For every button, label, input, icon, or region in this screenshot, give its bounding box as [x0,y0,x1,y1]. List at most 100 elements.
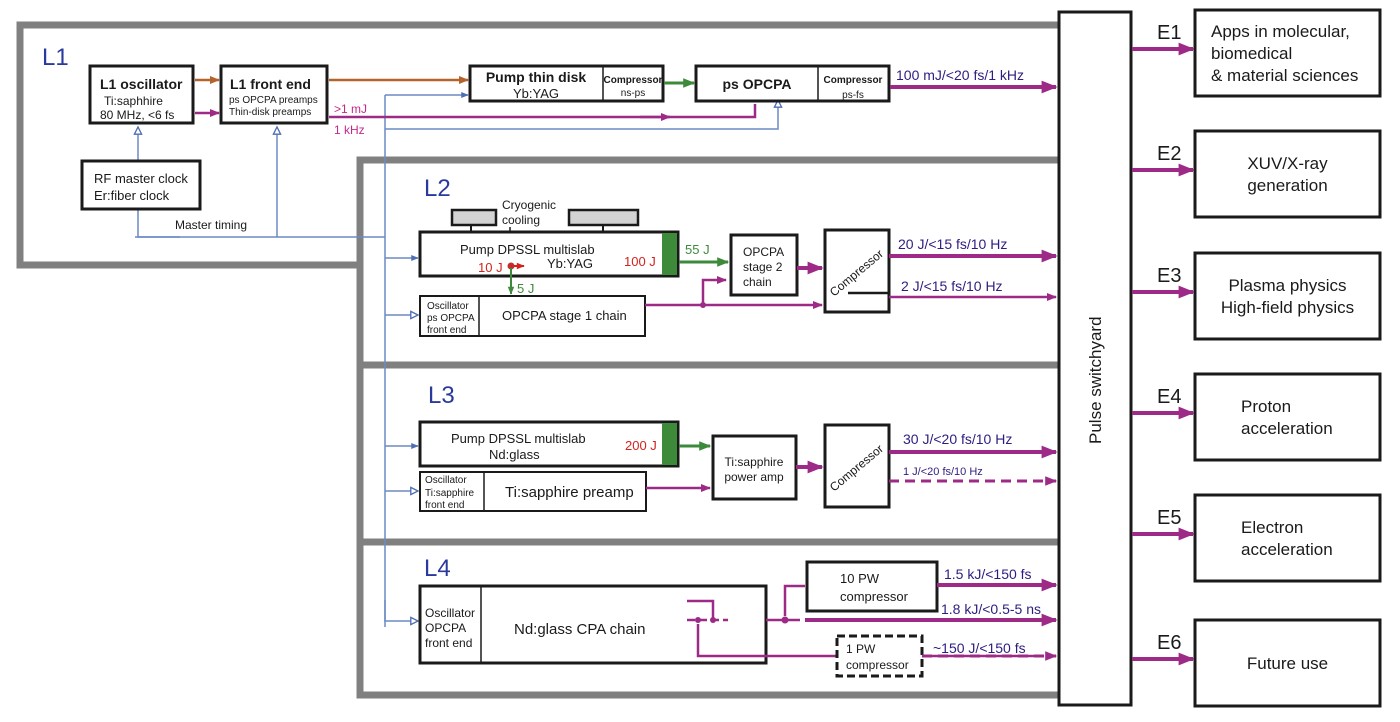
endstation-description-line: generation [1247,176,1327,195]
endstation-id-label: E1 [1157,22,1181,44]
ps-opcpa-title: ps OPCPA [723,76,792,92]
section-label-l2: L2 [424,175,451,202]
l2-stage1-label: OPCPA stage 1 chain [502,308,627,323]
l1-oscillator-line1: Ti:saphhire [104,94,163,108]
compressor-1pw-box[interactable] [835,634,924,678]
endstation-description-line: Apps in molecular, [1211,22,1350,41]
l3-output-label-1: 30 J/<20 fs/10 Hz [903,431,1012,447]
compressor-ns-ps-subtitle: ns-ps [621,88,645,99]
l4-output-label-1: 1.5 kJ/<150 fs [944,566,1032,582]
l1-output-label: 100 mJ/<20 fs/1 kHz [896,67,1024,83]
l3-pump-line2: Nd:glass [489,447,540,462]
pulse-switchyard-box[interactable] [1057,10,1133,707]
endstations: E1 Apps in molecular, biomedical & material… [1132,8,1382,708]
endstation-box[interactable] [1193,251,1382,341]
l3-pump-output-window [662,423,677,465]
pump-thin-disk-box[interactable] [468,64,665,103]
section-label-l4: L4 [424,555,451,582]
l3-pump-dpssl-box[interactable] [418,420,680,468]
l2-frontend-stage1-box[interactable] [419,295,646,337]
endstation-id-label: E6 [1157,632,1181,654]
l2-stage2-box[interactable] [729,233,799,297]
compressor-ps-fs-title: Compressor [824,75,883,86]
master-timing-label: Master timing [175,218,247,232]
endstation-id-label: E5 [1157,507,1181,529]
l2-green-5j-label: 5 J [517,281,534,296]
l1-rate-label: 1 kHz [334,123,365,137]
endstation-description-line: acceleration [1241,419,1333,438]
l2-compressor-box[interactable] [823,228,891,314]
endstation-description-line: XUV/X-ray [1247,154,1328,173]
compressor-10pw-line2: compressor [840,589,909,604]
l2-green-55j-label: 55 J [685,242,710,257]
compressor-10pw-line1: 10 PW [840,571,880,586]
cryo-cooler-left [450,208,498,227]
l1-front-end-title: L1 front end [230,76,311,92]
l2-output-label-2: 2 J/<15 fs/10 Hz [901,278,1003,294]
rf-clock-line2: Er:fiber clock [94,188,170,203]
l2-pump-dpssl-box[interactable] [418,230,680,278]
rf-clock-line1: RF master clock [94,171,188,186]
l1-frame [16,21,1058,269]
l2-output-label-1: 20 J/<15 fs/10 Hz [898,236,1007,252]
l2-pump-line1: Pump DPSSL multislab [460,242,595,257]
stage1-to-stage2 [701,276,727,305]
compressor-1pw-line1: 1 PW [846,642,876,656]
cryogenic-line1: Cryogenic [502,198,556,212]
endstation-id-label: E3 [1157,265,1181,287]
endstation-box[interactable] [1193,493,1382,583]
l2-stage2-line2: stage 2 [743,260,783,274]
l3-pump-line1: Pump DPSSL multislab [451,431,586,446]
l3-power-amp-line1: Ti:sapphire [725,455,784,469]
l3-frontend-line3: front end [425,500,464,511]
l2-stage2-line3: chain [743,275,772,289]
endstation-description-line: Future use [1247,654,1328,673]
l3-preamp-label: Ti:sapphire preamp [505,484,634,501]
compressor-ps-fs-subtitle: ps-fs [842,90,864,101]
l2-frontend-line2: ps OPCPA [427,313,475,324]
l1-front-end-line1: ps OPCPA preamps [229,95,318,106]
l2-pump-line2: Yb:YAG [547,256,593,271]
l1-front-end-line2: Thin-disk preamps [229,107,311,118]
l3-frontend-line1: Oscillator [425,475,467,486]
l1-front-end-box[interactable] [219,64,329,125]
endstation-box[interactable] [1193,372,1382,462]
l2-pump-energy-out: 100 J [624,254,656,269]
endstation-box[interactable] [1193,618,1382,708]
endstation-description-line: Plasma physics [1228,276,1346,295]
pump-thin-disk-subtitle: Yb:YAG [513,86,559,101]
endstation-description-line: High-field physics [1221,298,1354,317]
l3-frontend-preamp-box[interactable] [419,471,647,512]
l2-pump-energy-in: 10 J [478,260,503,275]
endstation-description-line: & material sciences [1211,66,1358,85]
endstation-box[interactable] [1193,8,1382,98]
l4-frontend-line1: Oscillator [425,606,475,620]
frontend-to-opcpa-beam [329,104,757,119]
l3-compressor-box[interactable] [823,423,891,509]
endstation-description-line: Electron [1241,518,1303,537]
rf-master-clock-box[interactable] [80,159,202,211]
endstation-description-line: acceleration [1241,540,1333,559]
ps-opcpa-box[interactable] [694,64,891,103]
l1-energy-label: >1 mJ [334,102,367,116]
endstation-id-label: E2 [1157,143,1181,165]
endstation-description-line: Proton [1241,397,1291,416]
endstation-description-line: biomedical [1211,44,1292,63]
l1-oscillator-title: L1 oscillator [100,76,183,92]
endstation-e1[interactable]: E1 Apps in molecular, biomedical & material… [1132,8,1382,98]
l4-cpa-chain-box[interactable] [418,584,768,665]
l2-l4-frame [356,156,1058,699]
timing-wires [135,92,778,627]
section-label-l3: L3 [428,382,455,409]
l3-output-label-2: 1 J/<20 fs/10 Hz [903,466,983,478]
endstation-id-label: E4 [1157,386,1181,408]
l1-oscillator-box[interactable] [88,64,195,125]
cryo-cooler-right [567,208,640,227]
endstation-box[interactable] [1193,129,1382,219]
